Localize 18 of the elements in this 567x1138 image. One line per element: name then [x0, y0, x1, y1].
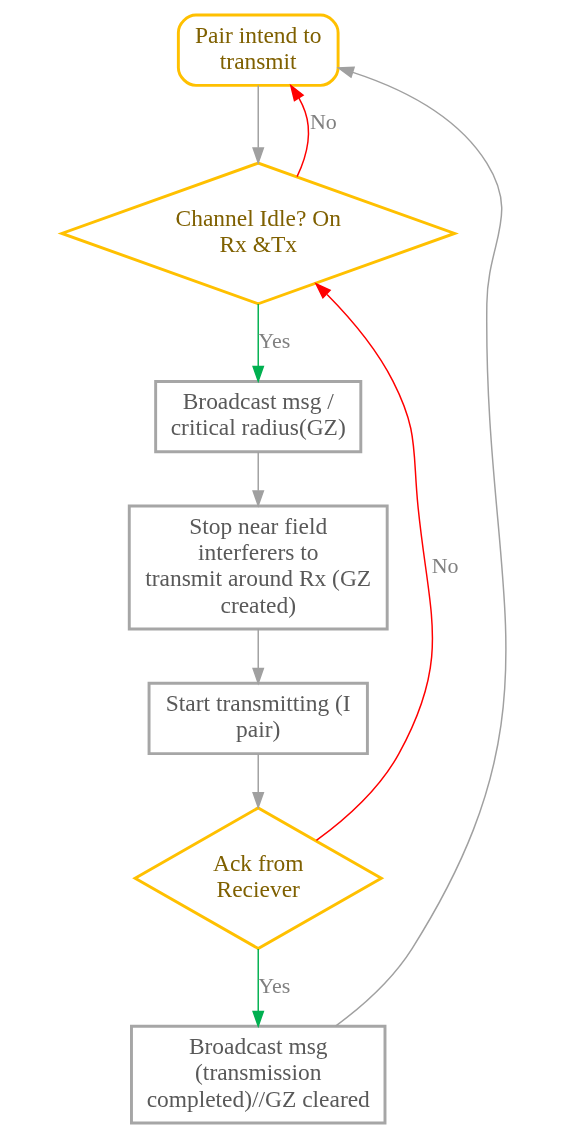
node-box: Broadcast msg (transmission completed)//GZ cleared — [129, 1024, 386, 1125]
arrow — [251, 753, 264, 810]
node-box: Start transmitting (I pair) — [147, 681, 369, 756]
arrow — [251, 451, 264, 508]
arrow — [289, 83, 309, 178]
node-diamond: Ack from Reciever — [131, 806, 384, 951]
arrow — [251, 628, 264, 686]
node-box: Pair intend to transmit — [176, 13, 340, 87]
node-box: Broadcast msg / critical radius(GZ) — [153, 379, 362, 454]
arrow — [251, 948, 264, 1029]
node-diamond: Channel Idle? On Rx &Tx — [57, 161, 459, 306]
node-box: Stop near field interferers to transmit around Rx (GZ created) — [127, 504, 389, 631]
arrow — [334, 66, 507, 1027]
edge-label: No — [431, 552, 458, 578]
edge-label: No — [309, 109, 337, 135]
arrow — [313, 282, 433, 842]
arrow — [251, 84, 264, 165]
arrow — [251, 303, 264, 384]
